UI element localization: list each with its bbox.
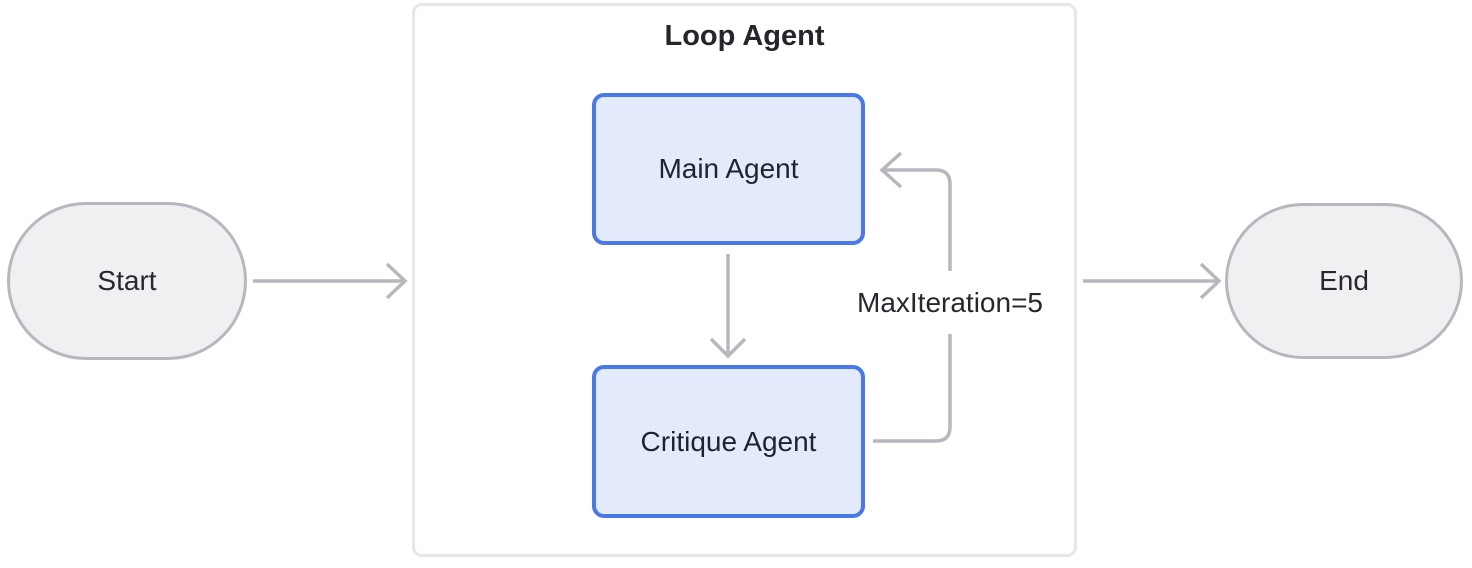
main-agent-label: Main Agent <box>658 153 799 184</box>
loop-iteration-label: MaxIteration=5 <box>853 287 1047 319</box>
critique-agent-node: Critique Agent <box>592 365 865 518</box>
start-node-label: Start <box>97 265 157 296</box>
arrow-start-to-loop-icon <box>253 262 408 300</box>
end-node: End <box>1225 203 1463 359</box>
loop-agent-title: Loop Agent <box>664 20 825 52</box>
start-node: Start <box>7 202 247 360</box>
main-agent-node: Main Agent <box>592 93 865 245</box>
arrow-loop-to-end-icon <box>1083 262 1222 300</box>
end-node-label: End <box>1319 265 1369 296</box>
critique-agent-label: Critique Agent <box>640 425 817 457</box>
